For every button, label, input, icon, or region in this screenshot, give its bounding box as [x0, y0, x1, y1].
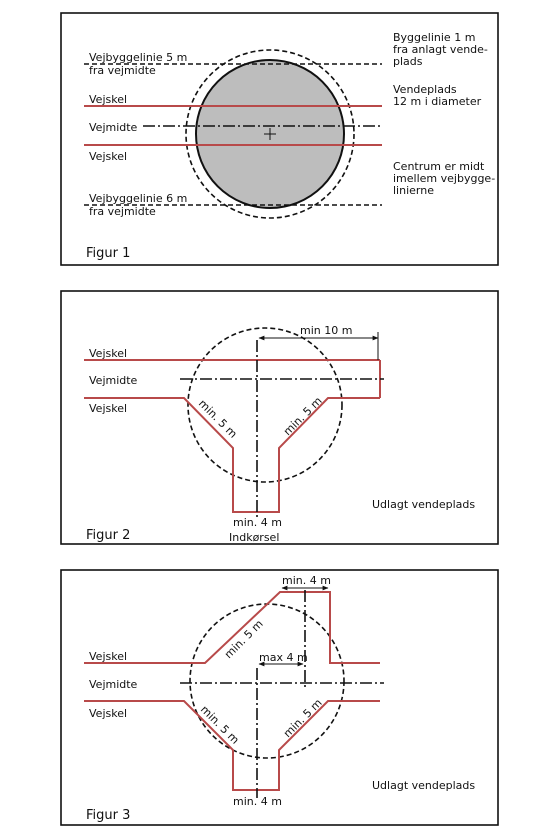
label-building-line-6m-sub: fra vejmidte	[89, 205, 156, 218]
label-centerline: Vejmidte	[89, 121, 138, 134]
label-building-line-6m: Vejbyggelinie 6 m	[89, 192, 187, 205]
note-center-2: imellem vejbygge-	[393, 172, 495, 185]
label-min-4m-bottom: min. 4 m	[233, 795, 282, 808]
label-min-4m: min. 4 m	[233, 516, 282, 529]
label-road-boundary-bottom: Vejskel	[89, 707, 127, 720]
label-max-4m: max 4 m	[259, 651, 308, 664]
label-min-4m-top: min. 4 m	[282, 574, 331, 587]
figure-2: min 10 m Vejskel Vejmidte Vejskel min. 5…	[60, 290, 499, 545]
figure-3: min. 4 m min. 5 m max 4 m Vejskel Vejmid…	[60, 569, 499, 826]
road-boundary-bottom-with-driveway	[84, 700, 380, 791]
label-building-line-5m: Vejbyggelinie 5 m	[89, 51, 187, 64]
road-boundary-with-driveway	[84, 397, 380, 513]
note-building-line-1: Byggelinie 1 m	[393, 31, 475, 44]
note-turning-place-1: Vendeplads	[393, 83, 457, 96]
turning-circle-dashed	[187, 327, 343, 483]
label-building-line-5m-sub: fra vejmidte	[89, 64, 156, 77]
label-min-10m: min 10 m	[300, 324, 352, 337]
figure-3-caption: Figur 3	[86, 808, 130, 823]
figure-1-caption: Figur 1	[86, 246, 130, 261]
label-centerline: Vejmidte	[89, 678, 138, 691]
figure-2-caption: Figur 2	[86, 528, 130, 543]
label-centerline: Vejmidte	[89, 374, 138, 387]
label-road-boundary-bottom: Vejskel	[89, 402, 127, 415]
note-turning-place-2: 12 m i diameter	[393, 95, 482, 108]
figure-1: Vejbyggelinie 5 m fra vejmidte Vejskel V…	[60, 12, 499, 266]
note-building-line-3: plads	[393, 55, 423, 68]
label-road-boundary-top: Vejskel	[89, 93, 127, 106]
note-turning-place: Udlagt vendeplads	[372, 779, 475, 792]
label-road-boundary-top: Vejskel	[89, 650, 127, 663]
note-center-1: Centrum er midt	[393, 160, 485, 173]
note-center-3: linierne	[393, 184, 434, 197]
building-line-circle	[185, 49, 355, 219]
label-road-boundary-top: Vejskel	[89, 347, 127, 360]
note-building-line-2: fra anlagt vende-	[393, 43, 488, 56]
label-road-boundary-bottom: Vejskel	[89, 150, 127, 163]
label-driveway: Indkørsel	[229, 531, 279, 544]
note-turning-place: Udlagt vendeplads	[372, 498, 475, 511]
